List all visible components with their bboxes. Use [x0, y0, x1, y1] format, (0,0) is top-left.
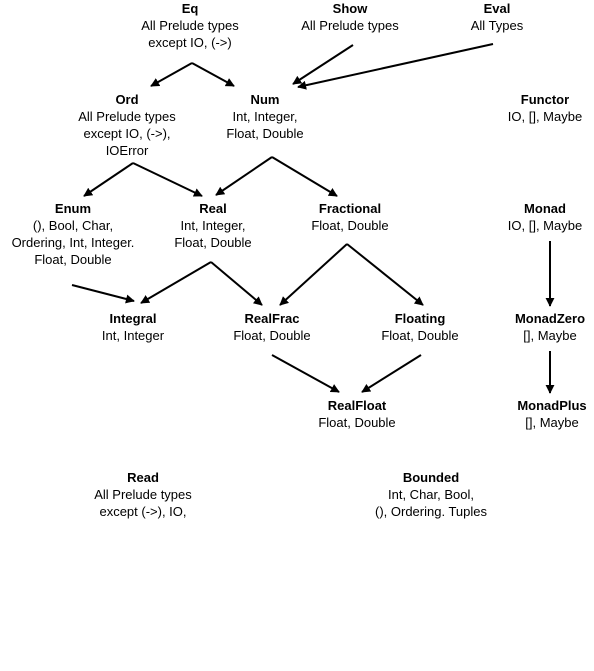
class-name: MonadPlus — [517, 398, 587, 413]
instance-types-line: except (->), IO, — [99, 504, 187, 519]
instance-types-line: All Prelude types — [301, 18, 399, 33]
instance-types-line: Float, Double — [226, 126, 304, 141]
class-name: Read — [127, 470, 159, 485]
edge-num-fractional — [271, 156, 338, 197]
instance-types-line: All Prelude types — [94, 487, 192, 502]
class-name: Fractional — [318, 201, 382, 216]
instance-types-line: (), Bool, Char, — [32, 218, 114, 233]
instance-types-line: IO, [], Maybe — [507, 109, 583, 124]
edge-num-real — [215, 156, 273, 196]
edge-ord-real — [132, 162, 203, 197]
instance-types-line: Ordering, Int, Integer. — [11, 235, 135, 250]
instance-types-line: except IO, (->) — [148, 35, 232, 50]
edge-eval-num — [297, 43, 494, 90]
class-node-monadplus: MonadPlus [], Maybe — [517, 397, 586, 431]
edge-ord-enum — [83, 162, 134, 197]
class-name: Functor — [520, 92, 570, 107]
class-node-monadzero: MonadZero [], Maybe — [515, 310, 585, 344]
edge-fractional-realfrac — [279, 243, 348, 306]
instance-types-line: All Prelude types — [141, 18, 239, 33]
edge-enum-integral — [71, 284, 135, 304]
edge-realfrac-realfloat — [271, 354, 340, 393]
instance-types-line: Float, Double — [174, 235, 252, 250]
instance-types-line: Int, Integer — [101, 328, 165, 343]
edge-floating-realfloat — [361, 354, 422, 393]
instance-types-line: All Prelude types — [78, 109, 176, 124]
class-name: Enum — [54, 201, 92, 216]
instance-types-line: Float, Double — [34, 252, 112, 267]
class-name: Eval — [483, 1, 511, 16]
instance-types-line: IO, [], Maybe — [507, 218, 583, 233]
instance-types-line: Int, Integer, — [232, 109, 298, 124]
edge-fractional-floating — [346, 243, 424, 306]
instance-types-line: Float, Double — [318, 415, 396, 430]
class-node-enum: Enum (), Bool, Char, Ordering, Int, Intege… — [12, 200, 135, 268]
class-name: Ord — [115, 92, 139, 107]
instance-types-line: All Types — [470, 18, 524, 33]
class-name: MonadZero — [514, 311, 586, 326]
class-name: Show — [332, 1, 368, 16]
class-name: RealFloat — [327, 398, 387, 413]
instance-types-line: Int, Integer, — [180, 218, 246, 233]
instance-types-line: (), Ordering. Tuples — [375, 504, 487, 519]
instance-types-line: Int, Char, Bool, — [388, 487, 474, 502]
class-name: Eq — [181, 1, 199, 16]
edge-real-integral — [140, 261, 212, 304]
instance-types-line: [], Maybe — [523, 328, 577, 343]
class-name: Monad — [524, 201, 566, 216]
class-name: Bounded — [402, 470, 460, 485]
edge-eq-ord — [150, 62, 193, 87]
instance-types-line: Float, Double — [311, 218, 389, 233]
instance-types-line: IOError — [105, 143, 149, 158]
class-name: Floating — [394, 311, 446, 326]
class-name: Integral — [109, 311, 157, 326]
edge-real-realfrac — [210, 261, 263, 306]
instance-types-line: except IO, (->), — [83, 126, 171, 141]
instance-types-line: Float, Double — [381, 328, 459, 343]
class-name: Real — [199, 201, 227, 216]
class-name: RealFrac — [244, 311, 300, 326]
class-name: Num — [250, 92, 280, 107]
instance-types-line: [], Maybe — [525, 415, 579, 430]
edge-show-num — [292, 44, 354, 85]
edge-eq-num — [191, 62, 235, 87]
instance-types-line: Float, Double — [233, 328, 311, 343]
